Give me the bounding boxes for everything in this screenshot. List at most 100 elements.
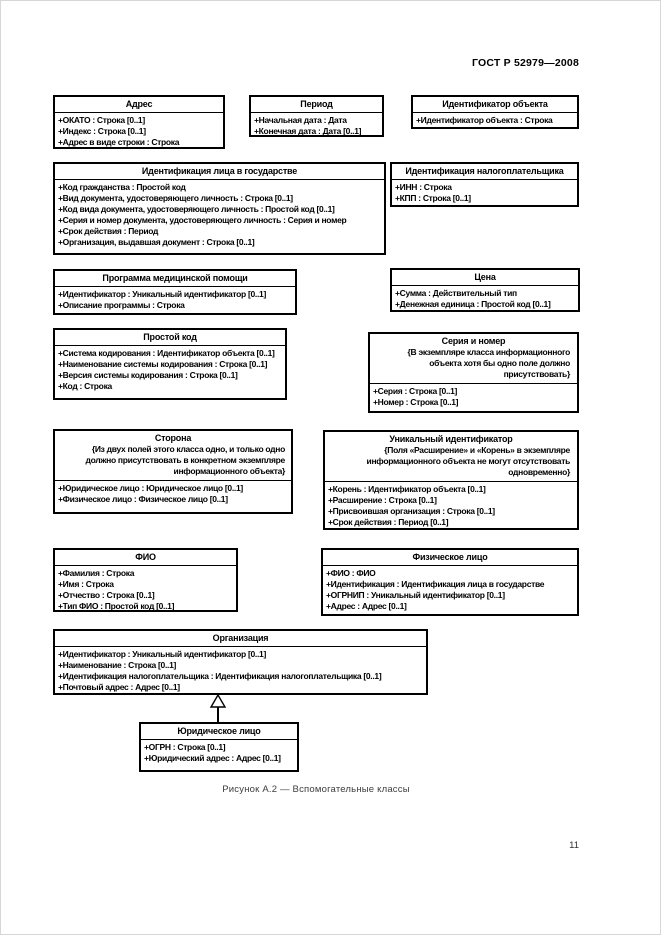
class-box-adres: Адрес +ОКАТО : Строка [0..1]+Индекс : Ст… [53, 95, 225, 149]
class-attribute: +Юридическое лицо : Юридическое лицо [0.… [58, 483, 243, 493]
class-header: Адрес [55, 97, 223, 113]
class-title: Идентификатор объекта [442, 99, 548, 109]
class-attribute: +Юридический адрес : Адрес [0..1] [144, 753, 281, 763]
class-title: Цена [474, 272, 496, 282]
class-header: Цена [392, 270, 578, 286]
figure-caption: Рисунок А.2 — Вспомогательные классы [222, 784, 410, 795]
class-box-series-number: Серия и номер {В экземпляре класса инфор… [368, 332, 579, 413]
class-attribute: +Присвоившая организация : Строка [0..1] [328, 506, 495, 516]
class-header: Идентификация лица в государстве [55, 164, 384, 180]
class-box-taxpayer-identification: Идентификация налогоплательщика +ИНН : С… [390, 162, 579, 207]
class-header: Период [251, 97, 382, 113]
class-attribute: +Расширение : Строка [0..1] [328, 495, 437, 505]
class-attribute: +Код : Строка [58, 381, 112, 391]
class-attribute: +Номер : Строка [0..1] [373, 397, 459, 407]
class-header: ФИО [55, 550, 236, 566]
class-title: Простой код [143, 332, 197, 342]
class-attribute: +Идентификатор объекта : Строка [416, 115, 553, 125]
class-attribute: +Адрес : Адрес [0..1] [326, 601, 407, 611]
class-constraint: {В экземпляре класса информационного объ… [407, 347, 571, 379]
class-attribute: +ОКАТО : Строка [0..1] [58, 115, 145, 125]
class-title: Серия и номер [441, 336, 506, 346]
class-title: Адрес [125, 99, 153, 109]
class-attributes: +Идентификатор объекта : Строка [413, 113, 577, 127]
class-header: Уникальный идентификатор {Поля «Расширен… [325, 432, 577, 482]
class-box-period: Период +Начальная дата : Дата+Конечная д… [249, 95, 384, 137]
class-header: Организация [55, 631, 426, 647]
class-header: Программа медицинской помощи [55, 271, 295, 287]
class-header: Идентификатор объекта [413, 97, 577, 113]
class-constraint: {Поля «Расширение» и «Корень» в экземпля… [366, 445, 571, 477]
class-constraint: {Из двух полей этого класса одно, и толь… [85, 444, 286, 476]
class-attribute: +Отчество : Строка [0..1] [58, 590, 155, 600]
class-box-price: Цена +Сумма : Действительный тип+Денежна… [390, 268, 580, 312]
class-attribute: +Код вида документа, удостоверяющего лич… [58, 204, 335, 214]
class-box-storona: Сторона {Из двух полей этого класса одно… [53, 429, 293, 514]
class-box-juridical-person: Юридическое лицо +ОГРН : Строка [0..1]+Ю… [139, 722, 299, 772]
class-attribute: +Корень : Идентификатор объекта [0..1] [328, 484, 486, 494]
class-attribute: +Идентификатор : Уникальный идентификато… [58, 289, 267, 299]
class-header: Идентификация налогоплательщика [392, 164, 577, 180]
class-attribute: +Организация, выдавшая документ : Строка… [58, 237, 255, 247]
class-attributes: +Идентификатор : Уникальный идентификато… [55, 287, 295, 313]
class-attributes: +ИНН : Строка+КПП : Строка [0..1] [392, 180, 577, 205]
class-attribute: +ОГРН : Строка [0..1] [144, 742, 226, 752]
class-attributes: +Серия : Строка [0..1]+Номер : Строка [0… [370, 384, 577, 410]
class-header: Сторона {Из двух полей этого класса одно… [55, 431, 291, 481]
class-attributes: +Юридическое лицо : Юридическое лицо [0.… [55, 481, 291, 507]
class-attribute: +Начальная дата : Дата [254, 115, 347, 125]
class-attributes: +Сумма : Действительный тип+Денежная еди… [392, 286, 578, 310]
class-attributes: +Код гражданства : Простой код+Вид докум… [55, 180, 384, 250]
class-attribute: +Почтовый адрес : Адрес [0..1] [58, 682, 180, 692]
class-attribute: +ОГРНИП : Уникальный идентификатор [0..1… [326, 590, 505, 600]
class-attribute: +Сумма : Действительный тип [395, 288, 517, 298]
class-attributes: +ОГРН : Строка [0..1]+Юридический адрес … [141, 740, 297, 766]
class-attribute: +Наименование системы кодирования : Стро… [58, 359, 268, 369]
class-header: Простой код [55, 330, 285, 346]
class-box-simple-code: Простой код +Система кодирования : Идент… [53, 328, 287, 400]
class-title: Юридическое лицо [177, 726, 261, 736]
class-attribute: +ИНН : Строка [395, 182, 452, 192]
class-attribute: +Описание программы : Строка [58, 300, 185, 310]
class-title: Физическое лицо [412, 552, 488, 562]
class-attribute: +ФИО : ФИО [326, 568, 376, 578]
class-box-object-identifier: Идентификатор объекта +Идентификатор объ… [411, 95, 579, 129]
class-attribute: +Серия : Строка [0..1] [373, 386, 458, 396]
class-attribute: +Система кодирования : Идентификатор объ… [58, 348, 275, 358]
class-title: Сторона [154, 433, 192, 443]
class-attribute: +Идентификация налогоплательщика : Идент… [58, 671, 382, 681]
class-attribute: +Срок действия : Период [0..1] [328, 517, 449, 527]
class-attribute: +Конечная дата : Дата [0..1] [254, 126, 362, 136]
class-title: Уникальный идентификатор [389, 434, 513, 444]
class-attributes: +Система кодирования : Идентификатор объ… [55, 346, 285, 394]
class-attribute: +Денежная единица : Простой код [0..1] [395, 299, 551, 309]
class-attribute: +Адрес в виде строки : Строка [58, 137, 180, 147]
class-header: Серия и номер {В экземпляре класса инфор… [370, 334, 577, 384]
class-attributes: +ФИО : ФИО+Идентификация : Идентификация… [323, 566, 577, 614]
class-attributes: +Корень : Идентификатор объекта [0..1]+Р… [325, 482, 577, 528]
class-attribute: +Срок действия : Период [58, 226, 159, 236]
class-attribute: +Наименование : Строка [0..1] [58, 660, 177, 670]
page-number: 11 [569, 840, 579, 851]
class-title: Идентификация лица в государстве [141, 166, 298, 176]
class-header: Физическое лицо [323, 550, 577, 566]
class-attribute: +Серия и номер документа, удостоверяющег… [58, 215, 347, 225]
class-attribute: +Версия системы кодирования : Строка [0.… [58, 370, 238, 380]
class-box-organization: Организация +Идентификатор : Уникальный … [53, 629, 428, 695]
class-attribute: +Тип ФИО : Простой код [0..1] [58, 601, 175, 611]
class-box-medical-program: Программа медицинской помощи +Идентифика… [53, 269, 297, 315]
class-header: Юридическое лицо [141, 724, 297, 740]
class-attribute: +Индекс : Строка [0..1] [58, 126, 146, 136]
class-box-fio: ФИО +Фамилия : Строка+Имя : Строка+Отчес… [53, 548, 238, 612]
class-box-unique-identifier: Уникальный идентификатор {Поля «Расширен… [323, 430, 579, 530]
generalization-arrow-icon [209, 694, 227, 723]
class-attribute: +Вид документа, удостоверяющего личность… [58, 193, 293, 203]
class-title: Период [300, 99, 333, 109]
document-code: ГОСТ Р 52979—2008 [471, 57, 579, 69]
class-attribute: +Идентификатор : Уникальный идентификато… [58, 649, 267, 659]
class-title: Идентификация налогоплательщика [405, 166, 564, 176]
class-attribute: +Фамилия : Строка [58, 568, 135, 578]
class-attribute: +Код гражданства : Простой код [58, 182, 186, 192]
class-attributes: +Начальная дата : Дата+Конечная дата : Д… [251, 113, 382, 136]
